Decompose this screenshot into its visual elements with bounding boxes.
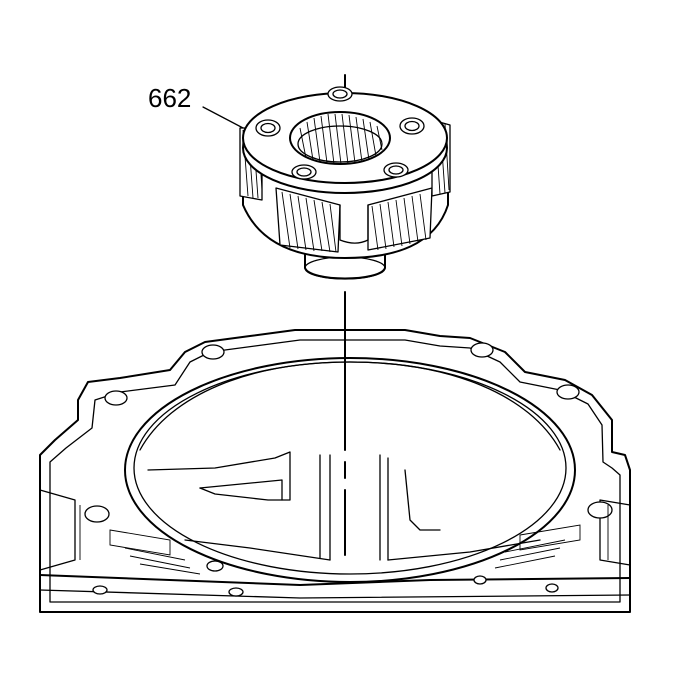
housing-left-block (39, 489, 76, 571)
bolt-hole (201, 344, 225, 360)
housing-ribs-left (79, 505, 201, 575)
bore-interior-arm (199, 479, 283, 501)
bore-interior-web-right (379, 454, 389, 561)
pin-hole (399, 117, 425, 135)
sun-gear-teeth (297, 113, 383, 165)
bore-interior-floor (184, 539, 541, 561)
bolt-hole (84, 505, 110, 523)
bolt-hole (206, 560, 224, 572)
carrier-plate-side (242, 137, 448, 149)
bolt-hole (556, 384, 580, 400)
bore-outer-ring (124, 357, 576, 583)
callout-label: 662 (148, 83, 191, 113)
bore-step (139, 361, 561, 451)
bore-interior-web-left (319, 454, 331, 561)
planet-gear-front-left (275, 187, 341, 253)
bolt-hole (92, 585, 108, 595)
pin-hole (327, 86, 353, 102)
bolt-hole (473, 575, 487, 585)
bolt-hole (545, 583, 559, 593)
callout-662: 662 (148, 83, 244, 129)
bolt-hole (104, 390, 128, 406)
housing-ribs-right (494, 505, 609, 569)
housing-lower-band-2 (39, 589, 631, 599)
bolt-hole (228, 587, 244, 597)
housing-right-block (599, 499, 631, 566)
transmission-housing (39, 329, 631, 613)
bore-interior-right (404, 469, 441, 531)
planetary-carrier (239, 86, 451, 280)
carrier-leg (339, 204, 369, 244)
callout-leader-line (202, 106, 244, 129)
pin-hole (291, 164, 317, 180)
bolt-hole (587, 501, 613, 519)
planet-gear-front-right (367, 187, 433, 251)
pinion-pin-holes (255, 86, 425, 180)
pin-hole (255, 119, 281, 137)
bore-interior-ledge (147, 451, 291, 501)
bolt-hole (470, 342, 494, 358)
pin-hole (383, 162, 409, 178)
